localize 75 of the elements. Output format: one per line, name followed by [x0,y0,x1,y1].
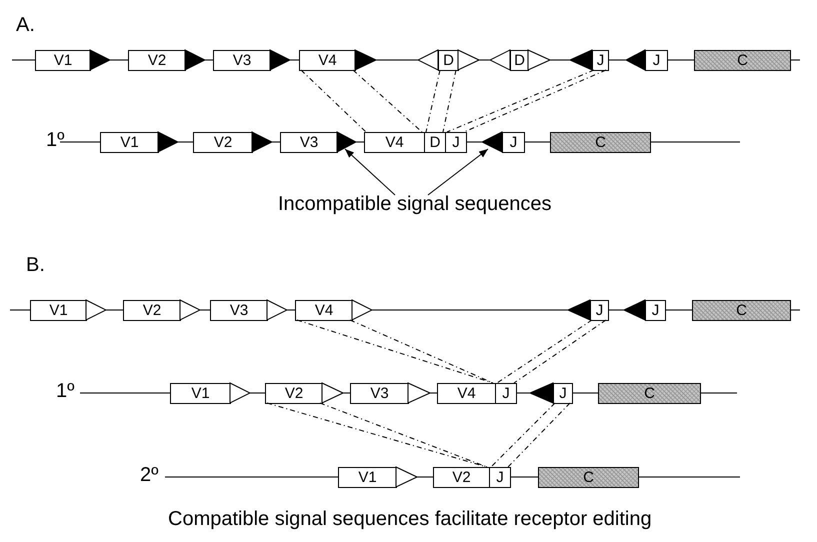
gene-segment-box: V1 [100,132,159,153]
recombination-line [514,320,606,384]
gene-segment-box: J [592,50,609,71]
signal-triangle [569,49,593,71]
signal-triangle [229,382,251,404]
recombination-line [446,70,594,132]
constant-region-box: C [692,300,791,321]
signal-triangle [395,466,418,488]
recombination-line [426,70,440,132]
gene-segment-box: J [445,132,467,153]
row-label: 1º [46,129,64,152]
gene-segment-box: V3 [280,132,338,153]
constant-region-box: C [694,50,791,71]
signal-triangle [251,131,273,153]
panel-label: B. [26,254,45,277]
signal-triangle [336,131,357,153]
recombination-line [508,402,570,468]
signal-triangle [266,299,288,321]
recombination-line [496,320,592,384]
gene-segment-box: V4 [437,383,496,404]
gene-segment-box: J [553,383,573,404]
signal-triangle [529,382,554,404]
signal-triangle [457,49,480,71]
signal-triangle [157,131,179,153]
constant-region-box: C [538,467,639,488]
signal-triangle [89,49,111,71]
signal-triangle [623,299,646,321]
gene-segment-box: D [510,50,529,71]
signal-triangle [179,299,201,321]
recombination-line [352,70,422,132]
constant-region-box: C [550,132,651,153]
signal-triangle [481,131,503,153]
signal-triangle [321,382,344,404]
gene-segment-box: D [438,50,459,71]
signal-triangle [85,299,107,321]
row-label: 2º [140,464,158,487]
gene-segment-box: J [590,300,609,321]
recombination-line [350,320,494,384]
recombination-line [300,70,366,132]
gene-segment-box: J [645,300,666,321]
caption: Compatible signal sequences facilitate receptor editing [168,508,652,531]
recombination-line [442,70,456,132]
arrow [344,148,396,196]
row-label: 1º [56,380,74,403]
signal-triangle [354,49,377,71]
recombination-line [464,70,606,132]
gene-segment-box: J [645,50,668,71]
signal-triangle [527,49,551,71]
gene-segment-box: J [502,132,525,153]
gene-segment-box: V2 [193,132,253,153]
gene-segment-box: D [424,132,446,153]
signal-triangle [407,382,431,404]
signal-triangle [625,49,646,71]
constant-region-box: C [598,383,701,404]
signal-triangle [184,49,206,71]
signal-triangle [417,49,439,71]
gene-segment-box: V4 [299,50,356,71]
annotation-text: Incompatible signal sequences [278,193,552,216]
gene-segment-box: J [489,467,511,488]
signal-triangle [269,49,291,71]
signal-triangle [489,49,511,71]
recombination-line [296,320,494,384]
gene-segment-box: V3 [213,50,271,71]
gene-segment-box: V2 [433,467,490,488]
arrow [428,148,488,196]
recombination-line [266,402,488,468]
gene-segment-box: V2 [128,50,186,71]
recombination-line [320,402,488,468]
gene-segment-box: J [495,383,517,404]
signal-triangle [351,299,373,321]
panel-label: A. [16,14,35,37]
signal-triangle [567,299,591,321]
gene-segment-box: V4 [364,132,425,153]
recombination-line [490,402,556,468]
gene-segment-box: V1 [35,50,91,71]
